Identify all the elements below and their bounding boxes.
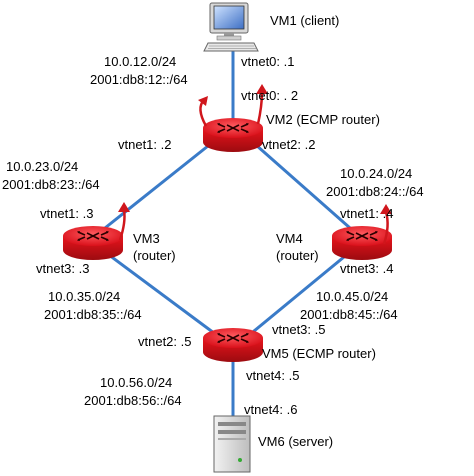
- vm3-label-line1: VM3: [133, 231, 160, 246]
- iface-vm4-vtnet3: vtnet3: .4: [340, 261, 393, 276]
- subnet-12-v6: 2001:db8:12::/64: [90, 72, 188, 87]
- vm2-label: VM2 (ECMP router): [266, 112, 380, 127]
- iface-vm3-vtnet3: vtnet3: .3: [36, 261, 89, 276]
- vm3-label-line2: (router): [133, 248, 176, 263]
- iface-vm1-vtnet0: vtnet0: .1: [241, 54, 294, 69]
- subnet-45-v6: 2001:db8:45::/64: [300, 307, 398, 322]
- router-icon: [202, 117, 264, 153]
- iface-vm4-vtnet1: vtnet1: .4: [340, 206, 393, 221]
- vm1-label: VM1 (client): [270, 13, 339, 28]
- subnet-12-v4: 10.0.12.0/24: [104, 54, 176, 69]
- computer-icon: [203, 2, 259, 52]
- router-icon: [62, 225, 124, 261]
- server-icon: [213, 415, 251, 473]
- vm4-label-line2: (router): [276, 248, 319, 263]
- iface-vm2-vtnet1: vtnet1: .2: [118, 137, 171, 152]
- subnet-35-v6: 2001:db8:35::/64: [44, 307, 142, 322]
- subnet-56-v4: 10.0.56.0/24: [100, 375, 172, 390]
- iface-vm6-vtnet4: vtnet4: .6: [244, 402, 297, 417]
- iface-vm5-vtnet2: vtnet2: .5: [138, 334, 191, 349]
- subnet-23-v6: 2001:db8:23::/64: [2, 177, 100, 192]
- subnet-24-v6: 2001:db8:24::/64: [326, 184, 424, 199]
- iface-vm2-vtnet2: vtnet2: .2: [262, 137, 315, 152]
- vm6-label: VM6 (server): [258, 434, 333, 449]
- link-vm2-vm4: [247, 136, 351, 230]
- iface-vm2-vtnet0: vtnet0: . 2: [241, 88, 298, 103]
- vm4-label-line1: VM4: [276, 231, 303, 246]
- subnet-45-v4: 10.0.45.0/24: [316, 289, 388, 304]
- router-icon: [331, 225, 393, 261]
- subnet-35-v4: 10.0.35.0/24: [48, 289, 120, 304]
- subnet-24-v4: 10.0.24.0/24: [340, 166, 412, 181]
- subnet-56-v6: 2001:db8:56::/64: [84, 393, 182, 408]
- vm5-label: VM5 (ECMP router): [262, 346, 376, 361]
- iface-vm5-vtnet3: vtnet3: .5: [272, 322, 325, 337]
- links: [104, 50, 351, 422]
- subnet-23-v4: 10.0.23.0/24: [6, 159, 78, 174]
- link-vm4-vm5: [247, 250, 351, 338]
- iface-vm5-vtnet4: vtnet4: .5: [246, 368, 299, 383]
- link-vm3-vm5: [104, 250, 219, 338]
- router-icon: [202, 327, 264, 363]
- iface-vm3-vtnet1: vtnet1: .3: [40, 206, 93, 221]
- arrowhead-icon: [118, 84, 392, 214]
